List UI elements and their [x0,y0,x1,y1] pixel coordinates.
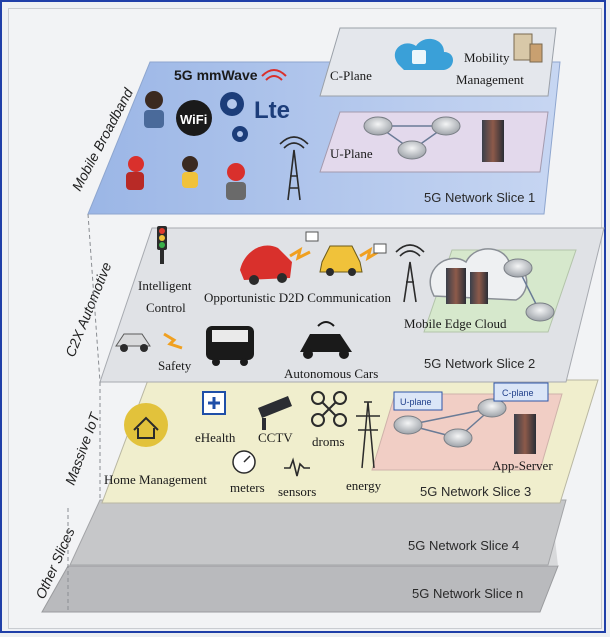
cctv-icon [258,396,292,430]
mobility-management-icon [513,33,543,63]
signal-icon [261,69,287,81]
c-plane-label: C-Plane [330,68,372,83]
user-icon [144,91,164,128]
sensors-label: sensors [278,484,316,499]
side-label-massive-iot: Massive IoT [62,409,103,487]
router-icon [525,302,555,322]
wifi-logo-icon [176,100,212,136]
safety-crash-icon [115,333,151,352]
mobility-label-1: Mobility [464,50,510,65]
intelligent-control-label-1: Intelligent [138,278,192,293]
slice-1-label: 5G Network Slice 1 [424,190,535,205]
mec-label: Mobile Edge Cloud [404,316,507,331]
sensor-icon [284,457,310,477]
autonomous-cars-label: Autonomous Cars [284,366,378,381]
meters-label: meters [230,480,265,495]
user-icon [226,163,246,200]
server-icon [514,414,536,454]
user-icon [126,156,144,190]
server-icon [446,268,466,304]
red-car-icon [240,245,292,285]
autonomous-car-icon [300,321,352,359]
home-management-icon [124,403,168,447]
drones-label: droms [312,434,345,449]
iot-u-plane-label: U-plane [400,397,432,407]
slice-4-label: 5G Network Slice 4 [408,538,519,553]
router-icon [503,258,533,278]
intelligent-control-label-2: Control [146,300,186,315]
wifi-label: WiFi [180,112,207,127]
router-icon [393,415,423,435]
router-icon [363,116,393,136]
layer-slice-2: Mobile Edge Cloud Intelligent Control [99,226,605,383]
guide-lines [67,213,101,610]
router-icon [431,116,461,136]
router-icon [397,140,427,160]
router-icon [477,398,507,418]
iot-c-plane-label: C-plane [502,388,534,398]
gear-icon [220,92,248,142]
message-icon [305,231,319,242]
energy-label: energy [346,478,382,493]
home-management-label: Home Management [104,472,207,487]
ehealth-label: eHealth [195,430,236,445]
signal-bolt-icon [163,332,183,350]
d2d-label: Opportunistic D2D Communication [204,290,392,305]
layer-slice-4: 5G Network Slice 4 [69,499,567,566]
server-icon [470,272,488,304]
energy-tower-icon [356,401,380,469]
bus-icon [206,326,254,366]
mobility-label-2: Management [456,72,524,87]
slice-3-label: 5G Network Slice 3 [420,484,531,499]
layer-slice-3: U-plane C-plane App-Server Home Manageme… [101,379,599,504]
lte-logo: Lte [254,97,290,124]
layer-slice-1: C-Plane Mobility Management U-Plane 5G m… [87,27,561,215]
taxi-icon [319,245,363,276]
signal-bolt-icon [359,246,379,262]
side-label-c2x-automotive: C2X Automotive [62,260,115,360]
app-server-label: App-Server [492,458,553,473]
traffic-light-icon [157,226,167,264]
server-icon [482,120,504,162]
c-plane-box [493,382,549,402]
signal-bolt-icon [289,246,311,261]
cctv-label: CCTV [258,430,293,445]
drone-icon [311,391,347,427]
slice-2-label: 5G Network Slice 2 [424,356,535,371]
user-icon [182,156,198,188]
slice-n-label: 5G Network Slice n [412,586,523,601]
message-icon [373,243,387,254]
u-plane-box [393,391,443,411]
safety-label: Safety [158,358,192,373]
router-icon [443,428,473,448]
base-station-icon [279,136,309,201]
mmwave-label: 5G mmWave [174,67,258,83]
antenna-tower-icon [395,244,425,303]
u-plane-label: U-Plane [330,146,373,161]
